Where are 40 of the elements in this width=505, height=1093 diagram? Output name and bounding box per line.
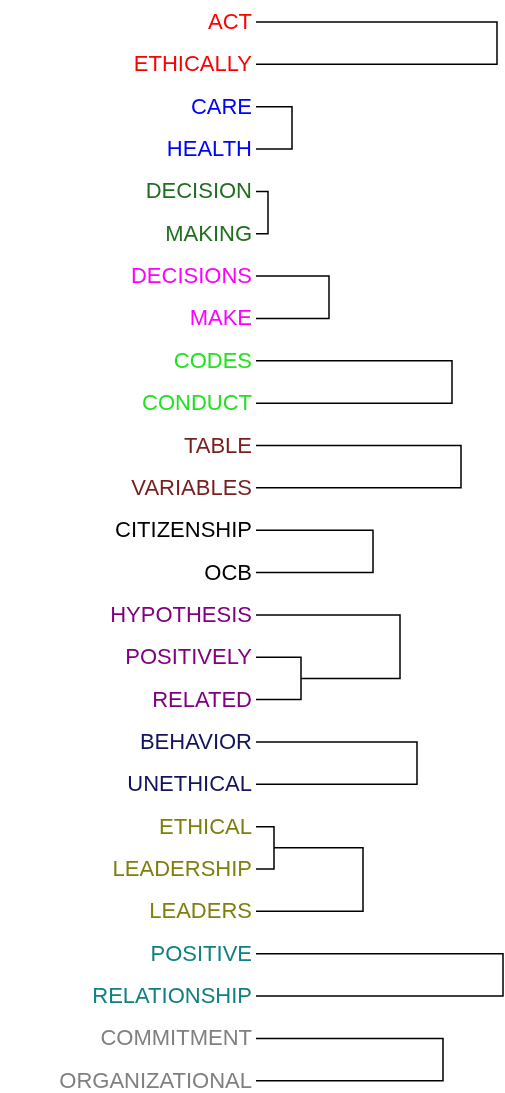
word-label: ETHICALLY bbox=[133, 51, 252, 78]
dendrogram-bracket bbox=[255, 656, 302, 701]
dendrogram-bracket bbox=[255, 360, 453, 404]
dendrogram-bracket bbox=[255, 105, 293, 150]
word-label: POSITIVE bbox=[150, 940, 252, 967]
word-label: DECISION bbox=[145, 178, 252, 205]
word-label: CARE bbox=[190, 93, 252, 120]
word-label: TABLE bbox=[183, 432, 252, 459]
word-label: VARIABLES bbox=[131, 474, 252, 501]
word-label: LEADERSHIP bbox=[112, 856, 252, 882]
dendrogram-bracket bbox=[255, 21, 498, 66]
word-label: CITIZENSHIP bbox=[115, 517, 252, 544]
word-label: ORGANIZATIONAL bbox=[59, 1067, 252, 1093]
dendrogram-bracket bbox=[255, 190, 269, 235]
word-label: LEADERS bbox=[149, 898, 252, 925]
word-label: RELATIONSHIP bbox=[92, 983, 252, 1010]
word-label: MAKE bbox=[189, 305, 252, 332]
dendrogram-bracket bbox=[255, 1037, 444, 1082]
word-label: OCB bbox=[204, 559, 252, 586]
dendrogram-bracket bbox=[255, 741, 418, 786]
word-label: CODES bbox=[173, 347, 252, 374]
word-label: ETHICAL bbox=[159, 813, 252, 840]
word-label: CONDUCT bbox=[142, 390, 252, 417]
word-label: COMMITMENT bbox=[100, 1025, 252, 1052]
word-label: DECISIONS bbox=[130, 263, 252, 290]
dendrogram-bracket bbox=[255, 275, 330, 320]
dendrogram-bracket bbox=[255, 825, 275, 870]
word-label: UNETHICAL bbox=[127, 771, 252, 798]
word-label: RELATED bbox=[152, 686, 252, 713]
word-label: MAKING bbox=[165, 220, 252, 247]
word-label: HEALTH bbox=[166, 136, 252, 163]
word-label: HYPOTHESIS bbox=[110, 601, 252, 628]
dendrogram-bracket bbox=[255, 952, 504, 997]
word-label: ACT bbox=[208, 9, 252, 35]
dendrogram-bracket bbox=[255, 529, 374, 574]
word-label: BEHAVIOR bbox=[139, 728, 252, 755]
dendrogram-bracket bbox=[255, 614, 401, 680]
dendrogram-bracket bbox=[255, 444, 462, 489]
word-label: POSITIVELY bbox=[125, 644, 252, 671]
dendrogram-bracket bbox=[255, 847, 364, 913]
